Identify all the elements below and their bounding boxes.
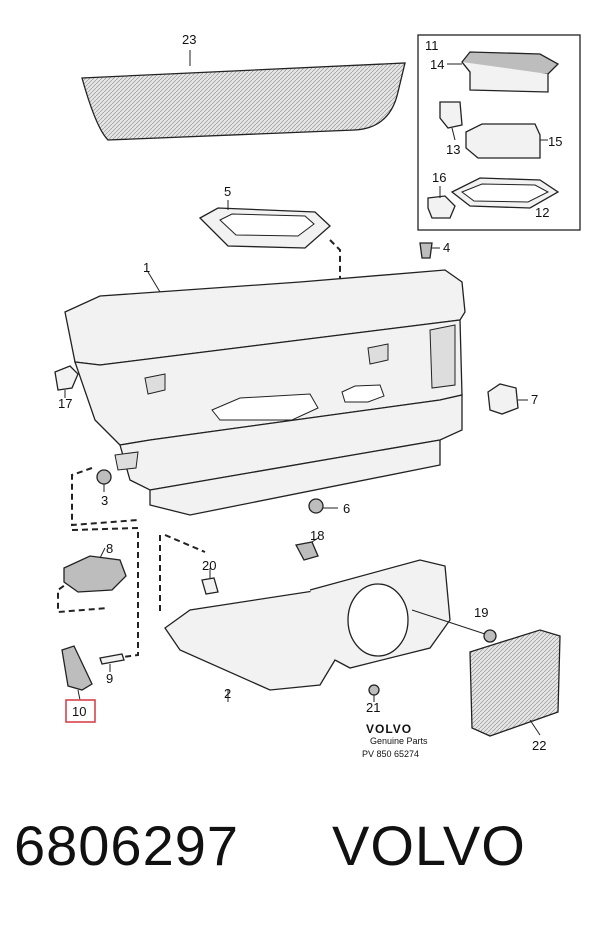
part-22-grille	[469, 629, 561, 737]
part-20-clip	[201, 568, 219, 595]
callout-22: 22	[532, 738, 546, 753]
part-19-screw	[411, 609, 497, 643]
part-2-lower-pocket	[164, 559, 451, 702]
brand-name: VOLVO	[332, 814, 526, 877]
callout-13: 13	[446, 142, 460, 157]
part-18-screw	[295, 537, 319, 561]
part-6-nut	[308, 498, 338, 514]
highlight-box	[65, 699, 96, 723]
callout-5: 5	[224, 184, 231, 199]
callout-4: 4	[443, 240, 450, 255]
watermark-brand: VOLVO	[366, 722, 412, 736]
part-5-bezel	[198, 200, 331, 249]
callout-21: 21	[366, 700, 380, 715]
callout-18: 18	[310, 528, 324, 543]
part-4-clip	[419, 242, 440, 259]
callout-8: 8	[106, 541, 113, 556]
part-number: 6806297	[14, 814, 240, 877]
parts-diagram: 23 11 14 15 13 16 12 5 4 1 17 7 3 6 18 8…	[54, 32, 581, 759]
part-17-clip	[54, 365, 79, 398]
part-23-pad	[81, 50, 406, 141]
inset-box-11	[417, 34, 581, 231]
callout-2: 2	[224, 686, 231, 701]
callout-1: 1	[143, 260, 150, 275]
part-1-door-panel	[64, 269, 466, 516]
part-8-handle	[63, 547, 127, 593]
callout-16: 16	[432, 170, 446, 185]
callout-17: 17	[58, 396, 72, 411]
watermark-line2: Genuine Parts	[370, 736, 428, 746]
callout-23: 23	[182, 32, 196, 47]
callout-9: 9	[106, 671, 113, 686]
callout-12: 12	[535, 205, 549, 220]
part-21-screw	[368, 684, 380, 702]
callout-14: 14	[430, 57, 444, 72]
callout-6: 6	[343, 501, 350, 516]
part-3-plug	[96, 469, 112, 492]
callout-11: 11	[425, 38, 439, 53]
part-10-escutcheon	[61, 645, 93, 701]
callout-7: 7	[531, 392, 538, 407]
part-9-screw	[99, 653, 125, 672]
watermark-code: PV 850 65274	[362, 749, 419, 759]
volvo-watermark: VOLVO Genuine Parts PV 850 65274	[362, 722, 428, 759]
callout-10: 10	[72, 704, 86, 719]
callout-15: 15	[548, 134, 562, 149]
part-7-clip	[487, 383, 528, 415]
callout-3: 3	[101, 493, 108, 508]
callout-20: 20	[202, 558, 216, 573]
callout-labels: 23 11 14 15 13 16 12 5 4 1 17 7 3 6 18 8…	[58, 32, 562, 753]
callout-19: 19	[474, 605, 488, 620]
